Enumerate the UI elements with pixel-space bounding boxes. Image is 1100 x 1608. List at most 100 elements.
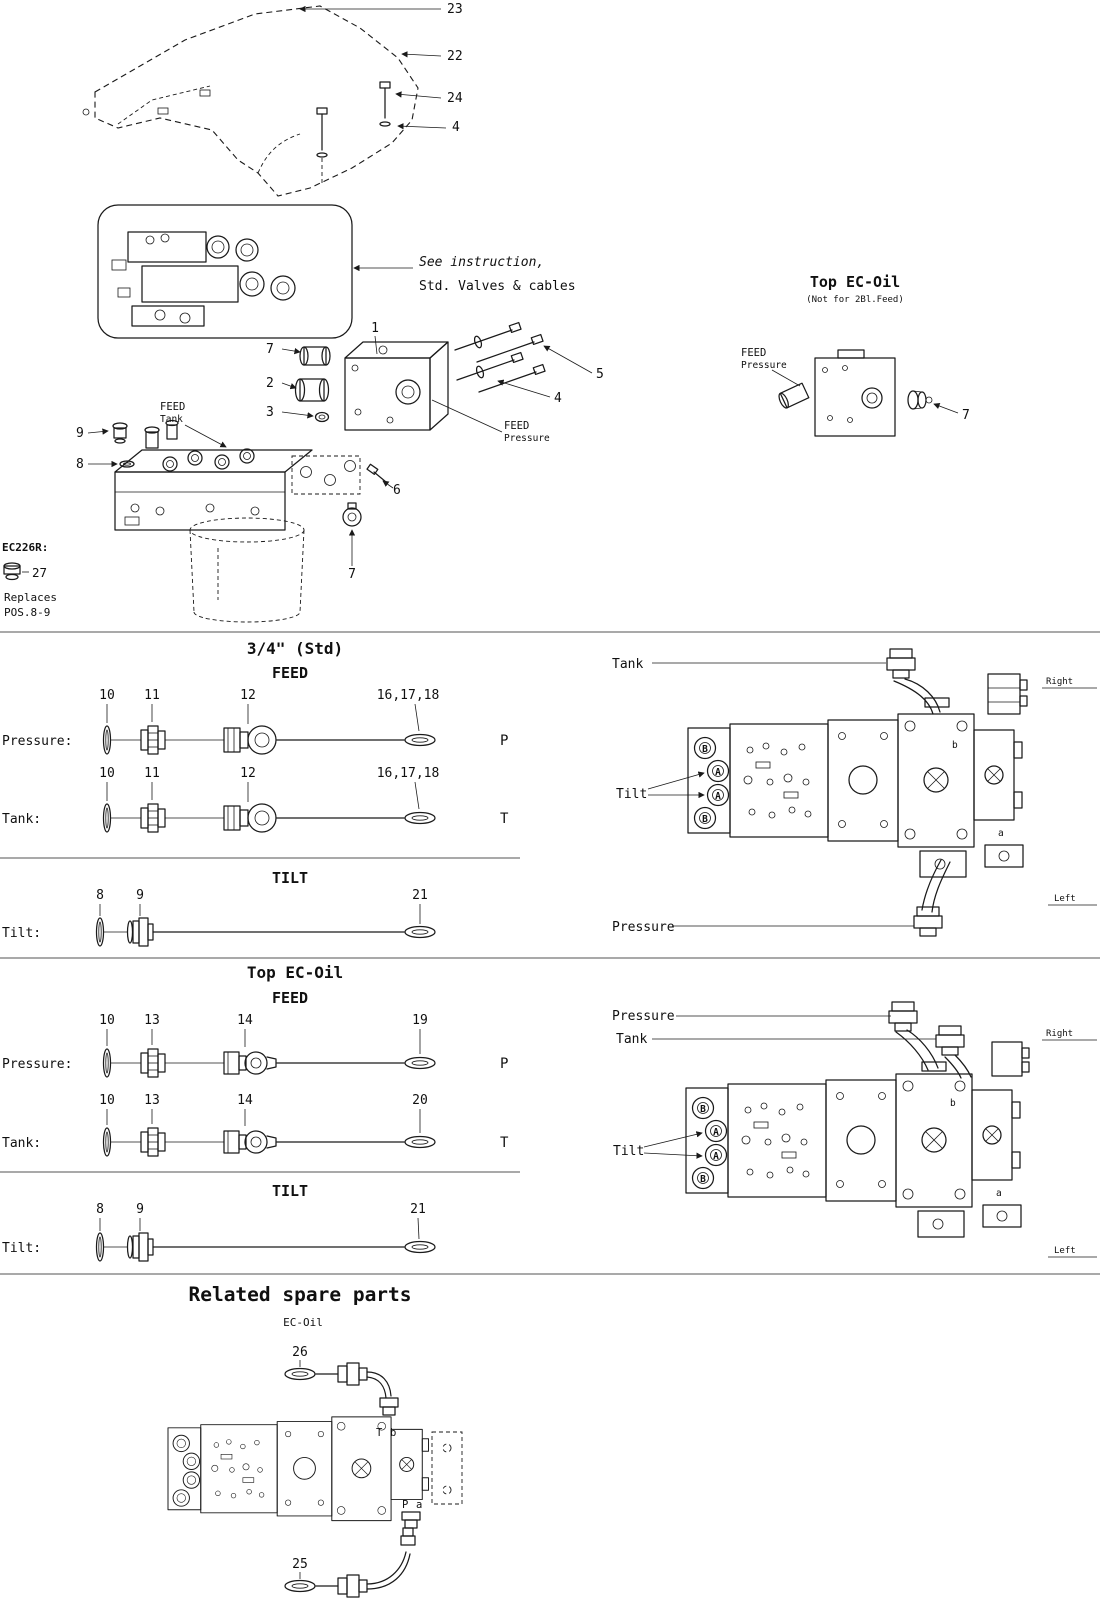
- related-subtitle: EC-Oil: [283, 1316, 323, 1329]
- note-line-2: Std. Valves & cables: [419, 279, 576, 294]
- callout-12: 12: [240, 766, 256, 781]
- std-left-label: Left: [1054, 894, 1076, 904]
- filter-canister: [189, 517, 305, 623]
- top-ecoil-assembly: Top EC-Oil (Not for 2Bl.Feed) FEED Press…: [741, 273, 970, 437]
- ecoil-tank-label: Tank:: [2, 1136, 41, 1151]
- std-valve-diagram: Tank B A A B b a Tilt Pressure Right Lef…: [612, 648, 1097, 937]
- port-b-bottom: B: [702, 814, 708, 825]
- callout-4: 4: [554, 391, 562, 406]
- main-valve-block: 1: [344, 321, 449, 431]
- callout-11: 11: [144, 766, 160, 781]
- ec226r-label: EC226R:: [2, 541, 48, 554]
- related-title: Related spare parts: [188, 1283, 411, 1306]
- std-port-p: P: [500, 733, 508, 749]
- related-label-a: a: [416, 1499, 422, 1511]
- callout-1: 1: [371, 321, 379, 336]
- callout-7-left: 7: [266, 342, 274, 357]
- label-b: b: [952, 740, 958, 751]
- callout-9: 9: [136, 888, 144, 903]
- callout-10: 10: [99, 766, 115, 781]
- callout-9: 9: [76, 426, 84, 441]
- callout-13: 13: [144, 1013, 160, 1028]
- std-tank-row: 10 11 12 16,17,18 Tank: T: [2, 766, 509, 833]
- std-pressure-row: 10 11 12 16,17,18 Pressure: P: [2, 688, 508, 755]
- main-bolts: 5 4: [454, 321, 604, 406]
- related-section: Related spare parts EC-Oil 26 T b P a 25: [167, 1283, 463, 1598]
- callout-24: 24: [447, 91, 463, 106]
- inset-valve-pack: [97, 204, 353, 339]
- std-title: 3/4" (Std): [247, 639, 343, 658]
- callout-13: 13: [144, 1093, 160, 1108]
- ecoil-left-label: Left: [1054, 1246, 1076, 1256]
- callout-7-bottom: 7: [348, 567, 356, 582]
- cover-callouts: 23 22 24 4: [299, 2, 463, 135]
- inset-note: See instruction, Std. Valves & cables: [353, 255, 576, 294]
- std-diag-tilt-label: Tilt: [616, 787, 647, 802]
- callout-10: 10: [99, 1093, 115, 1108]
- callout-12: 12: [240, 688, 256, 703]
- callout-10: 10: [99, 688, 115, 703]
- callout-3: 3: [266, 405, 274, 420]
- callout-8: 8: [96, 888, 104, 903]
- ecoil-diag-tilt-label: Tilt: [613, 1144, 644, 1159]
- adapter-plate: 6: [291, 455, 401, 498]
- ecoil-tilt-label: Tilt:: [2, 1241, 41, 1256]
- std-feed-heading: FEED: [272, 664, 308, 682]
- callout-14: 14: [237, 1093, 253, 1108]
- ecoil-valve-diagram: Pressure Tank B A A B b a Tilt Right Lef…: [612, 1001, 1097, 1258]
- feed-tank-feed: FEED: [160, 401, 185, 413]
- label-a: a: [998, 828, 1004, 839]
- callout-21: 21: [412, 888, 428, 903]
- callout-25: 25: [292, 1557, 308, 1572]
- cover-drawing: [82, 5, 419, 197]
- callout-19: 19: [412, 1013, 428, 1028]
- callout-5: 5: [596, 367, 604, 382]
- callout-4-cover: 4: [452, 120, 460, 135]
- std-tank-label: Tank:: [2, 812, 41, 827]
- related-label-t: T: [376, 1427, 383, 1439]
- port-b-top: B: [702, 744, 708, 755]
- callout-16-17-18: 16,17,18: [377, 766, 440, 781]
- feed-pressure-feed: FEED: [504, 420, 529, 432]
- callout-22: 22: [447, 49, 463, 64]
- std-section-headings: 3/4" (Std) FEED: [247, 639, 343, 682]
- callout-6: 6: [393, 483, 401, 498]
- port-b-top: B: [700, 1104, 706, 1115]
- std-port-t: T: [500, 811, 509, 827]
- feed-tank-sub: Tank: [160, 414, 183, 425]
- part-9-and-8: 9 8: [76, 422, 135, 472]
- callout-10: 10: [99, 1013, 115, 1028]
- std-tilt-label: Tilt:: [2, 926, 41, 941]
- callout-26: 26: [292, 1345, 308, 1360]
- std-pressure-label: Pressure:: [2, 734, 72, 749]
- port-a-upper: A: [713, 1127, 719, 1138]
- ecoil-tilt-row: TILT 8 9 21 Tilt:: [2, 1182, 436, 1262]
- ec226r-replaces-2: POS.8-9: [4, 606, 50, 619]
- ecoil-tank-row: 10 13 14 20 Tank: T: [2, 1093, 509, 1157]
- label-b: b: [950, 1098, 956, 1109]
- ecoil-feed-heading: FEED: [272, 989, 308, 1007]
- callout-9: 9: [136, 1202, 144, 1217]
- top-ecoil-title: Top EC-Oil: [810, 273, 900, 291]
- port-a-lower: A: [713, 1151, 719, 1162]
- ec226r-note: EC226R: 27 Replaces POS.8-9: [2, 541, 57, 619]
- ecoil-pressure-row: 10 13 14 19 Pressure: P: [2, 1013, 508, 1078]
- ecoil-diag-tank-label: Tank: [616, 1032, 647, 1047]
- port-a-upper: A: [715, 767, 721, 778]
- feed-pressure-sub: Pressure: [504, 433, 550, 444]
- ecoil-port-p: P: [500, 1056, 508, 1072]
- port-b-bottom: B: [700, 1174, 706, 1185]
- std-right-label: Right: [1046, 677, 1073, 687]
- cover-bolt-center: [316, 107, 328, 183]
- callout-27: 27: [32, 565, 47, 580]
- note-line-1: See instruction,: [419, 255, 544, 270]
- std-tilt-heading: TILT: [272, 869, 308, 887]
- port-a-lower: A: [715, 791, 721, 802]
- ecoil-port-t: T: [500, 1135, 509, 1151]
- ecoil-title: Top EC-Oil: [247, 963, 343, 982]
- ecoil-diag-pressure-label: Pressure: [612, 1009, 675, 1024]
- ecoil-pressure-label: Pressure:: [2, 1057, 72, 1072]
- callout-20: 20: [412, 1093, 428, 1108]
